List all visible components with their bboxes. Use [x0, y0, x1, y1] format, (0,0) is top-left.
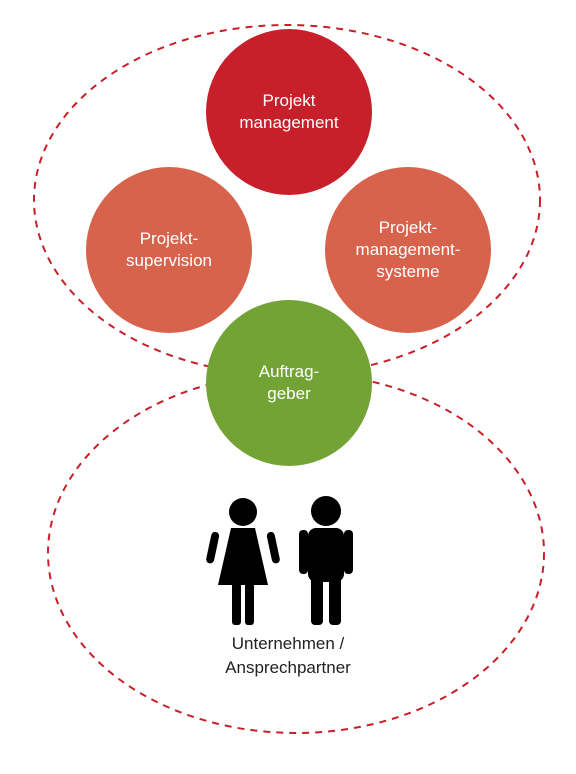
projektmanagement-label: Projekt management: [239, 91, 339, 132]
projektsupervision-label: Projekt- supervision: [126, 229, 212, 270]
auftraggeber-circle: [206, 300, 372, 466]
man-icon: [299, 496, 353, 625]
woman-icon: [206, 498, 280, 625]
projektmanagementsysteme-label: Projekt- management- systeme: [355, 218, 461, 281]
projektmanagement-circle: [206, 29, 372, 195]
projektsupervision-circle: [86, 167, 252, 333]
auftraggeber-label: Auftrag- geber: [258, 362, 320, 403]
caption-unternehmen-ansprechpartner: Unternehmen / Ansprechpartner: [225, 634, 351, 677]
projektmanagementsysteme-circle: [325, 167, 491, 333]
